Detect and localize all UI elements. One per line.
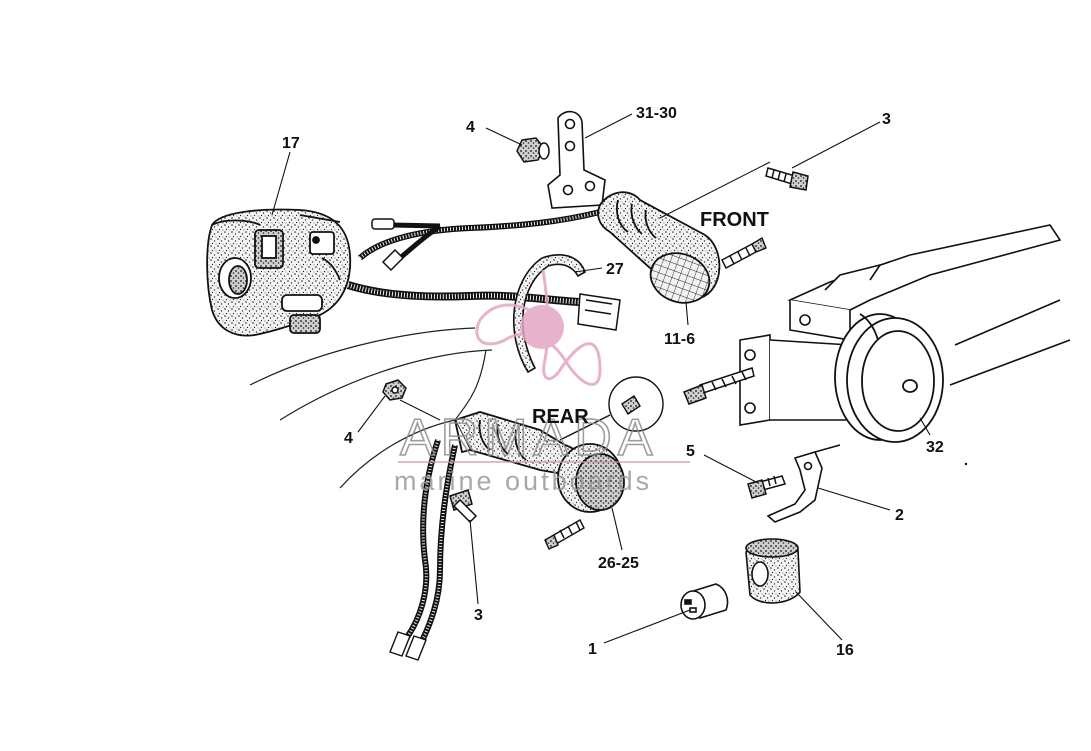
callout-26-25: 26-25 bbox=[598, 555, 639, 572]
callout-27: 27 bbox=[606, 261, 624, 278]
rear-connectors bbox=[389, 631, 427, 661]
rear-label: REAR bbox=[532, 406, 589, 428]
front-indicator-screw bbox=[721, 236, 767, 269]
bracket-2 bbox=[766, 444, 841, 523]
wire-clamp bbox=[512, 254, 586, 374]
callout-2: 2 bbox=[895, 507, 904, 524]
watermark-brand: ARMADA bbox=[400, 409, 658, 467]
grommet bbox=[680, 583, 729, 620]
rubber-cap bbox=[745, 538, 801, 604]
leader-lines bbox=[271, 113, 931, 644]
callout-4-top: 4 bbox=[466, 119, 475, 136]
callout-4-left: 4 bbox=[344, 430, 353, 447]
callout-3-top: 3 bbox=[882, 111, 891, 128]
harness-connectors bbox=[371, 218, 621, 331]
handlebar-switch-left bbox=[206, 208, 352, 337]
bolt-5 bbox=[747, 475, 786, 499]
callout-11-6: 11-6 bbox=[664, 331, 695, 348]
callout-31-30: 31-30 bbox=[636, 105, 677, 122]
callout-16: 16 bbox=[836, 642, 854, 659]
rear-wiring bbox=[402, 439, 458, 647]
nut-left bbox=[382, 379, 407, 401]
tank-outline bbox=[249, 327, 493, 489]
callout-5: 5 bbox=[686, 443, 695, 460]
callout-17: 17 bbox=[282, 135, 300, 152]
callout-3-lower: 3 bbox=[474, 607, 483, 624]
horn bbox=[834, 313, 944, 443]
armada-watermark: ARMADA marine outboards bbox=[394, 269, 690, 496]
watermark-dot bbox=[520, 305, 564, 349]
callout-32: 32 bbox=[926, 439, 944, 456]
bolt-top-right bbox=[765, 167, 809, 191]
nut-left-leader bbox=[399, 399, 441, 421]
bulb-detail-circle bbox=[559, 376, 664, 441]
frame-bracket bbox=[787, 224, 1071, 386]
watermark-tagline: marine outboards bbox=[394, 466, 652, 496]
front-label: FRONT bbox=[700, 209, 769, 231]
rear-indicator-screw bbox=[544, 519, 585, 550]
watermark-emblem bbox=[475, 269, 602, 386]
horn-bolt bbox=[683, 367, 755, 405]
bolt-lower bbox=[449, 489, 478, 524]
front-indicator-bracket bbox=[547, 110, 606, 209]
stray-mark bbox=[964, 462, 968, 466]
callout-1: 1 bbox=[588, 641, 597, 658]
nut-top bbox=[516, 137, 550, 163]
front-indicator bbox=[597, 191, 721, 304]
callout-numbers: 17 4 31-30 3 27 11-6 4 5 32 2 26-25 3 1 … bbox=[282, 105, 944, 659]
